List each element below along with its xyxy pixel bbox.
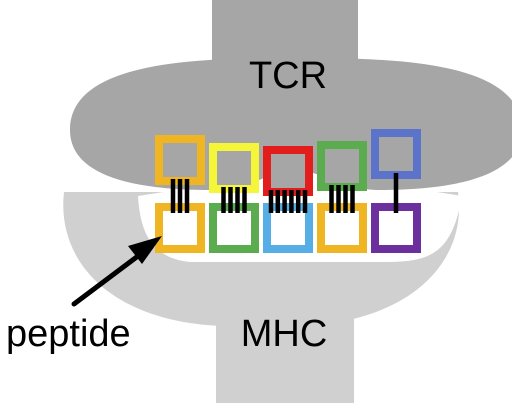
peptide-residue-box: [209, 203, 259, 253]
peptide-residue-box: [155, 203, 205, 253]
peptide-label: peptide: [6, 313, 131, 355]
tcr-residue-box: [155, 135, 205, 185]
residue-pairs: [155, 129, 421, 253]
tcr-residue-box: [263, 146, 313, 196]
tcr-residue-box: [317, 141, 367, 191]
tcr-residue-box: [209, 143, 259, 193]
tcr-label: TCR: [249, 55, 327, 97]
mhc-label: MHC: [241, 313, 328, 355]
peptide-residue-box: [371, 203, 421, 253]
peptide-residue-box: [263, 203, 313, 253]
tcr-residue-box: [371, 129, 421, 179]
peptide-residue-box: [317, 203, 367, 253]
pointer-arrow: [71, 236, 162, 307]
